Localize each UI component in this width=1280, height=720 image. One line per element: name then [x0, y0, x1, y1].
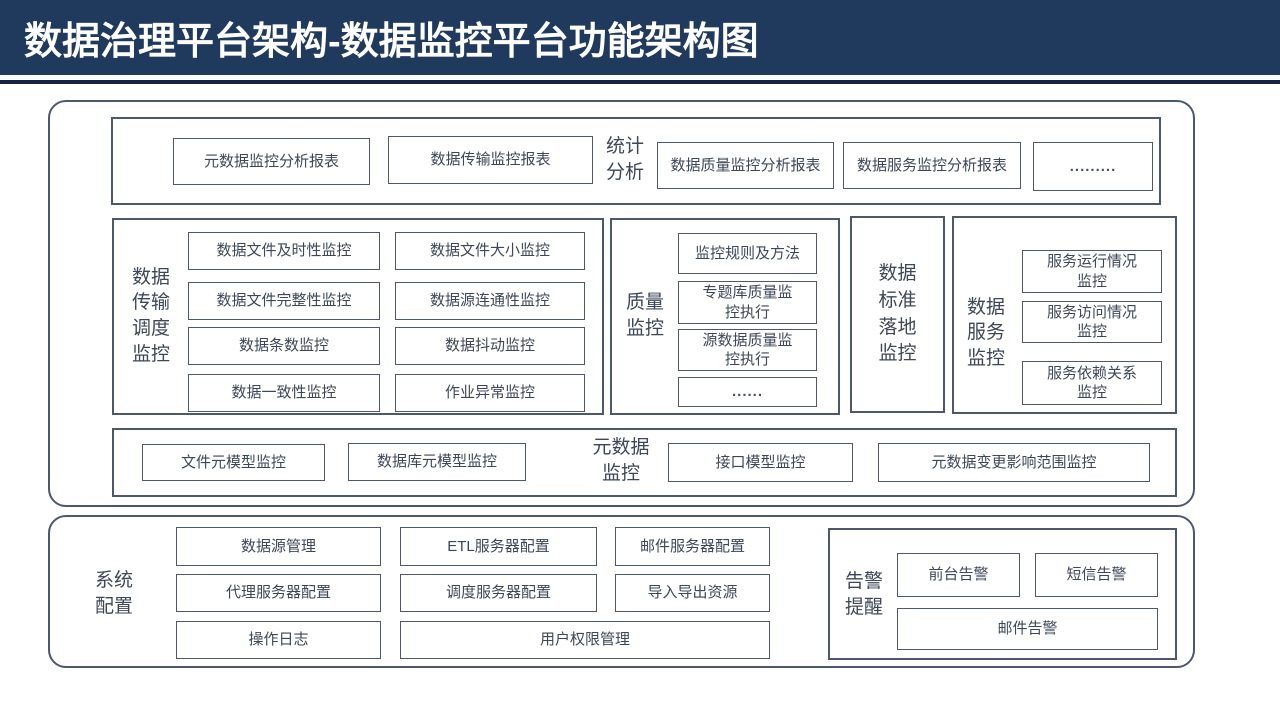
- box-service-dependency-monitor: 服务依赖关系监控: [1022, 361, 1162, 405]
- box-operation-log: 操作日志: [176, 621, 381, 659]
- box-mail-alert: 邮件告警: [897, 608, 1158, 650]
- label-metadata-monitor: 元数据监控: [592, 437, 650, 484]
- box-metadata-analysis-report: 元数据监控分析报表: [173, 138, 370, 185]
- box-proxy-server-config: 代理服务器配置: [176, 574, 381, 612]
- label-quality-monitor: 质量监控: [625, 292, 664, 339]
- box-quality-analysis-report: 数据质量监控分析报表: [657, 142, 834, 189]
- box-quality-more: ......: [678, 377, 817, 407]
- box-frontend-alert: 前台告警: [897, 553, 1020, 597]
- box-job-exception-monitor: 作业异常监控: [395, 374, 585, 412]
- box-thematic-quality-exec: 专题库质量监控执行: [678, 281, 817, 324]
- box-file-integrity-monitor: 数据文件完整性监控: [188, 282, 380, 320]
- title-bar: 数据治理平台架构-数据监控平台功能架构图: [0, 0, 1280, 75]
- box-db-metamodel-monitor: 数据库元模型监控: [348, 443, 526, 481]
- box-data-jitter-monitor: 数据抖动监控: [395, 327, 585, 365]
- label-statistics: 统计分析: [605, 136, 644, 183]
- box-file-size-monitor: 数据文件大小监控: [395, 232, 585, 270]
- box-data-consistency-monitor: 数据一致性监控: [188, 374, 380, 412]
- box-mail-server-config: 邮件服务器配置: [615, 527, 770, 566]
- box-monitor-rules-methods: 监控规则及方法: [678, 233, 817, 274]
- box-file-metamodel-monitor: 文件元模型监控: [142, 444, 325, 481]
- box-statistics-more: .........: [1033, 142, 1153, 191]
- box-etl-server-config: ETL服务器配置: [400, 527, 597, 566]
- label-service-monitor: 数据服务监控: [966, 296, 1005, 369]
- box-sms-alert: 短信告警: [1035, 553, 1158, 597]
- box-datasource-management: 数据源管理: [176, 527, 381, 566]
- box-import-export-resource: 导入导出资源: [615, 574, 770, 612]
- box-transfer-monitor-report: 数据传输监控报表: [388, 136, 593, 184]
- box-metadata-change-impact-monitor: 元数据变更影响范围监控: [878, 443, 1150, 482]
- box-interface-model-monitor: 接口模型监控: [668, 443, 853, 482]
- box-service-running-monitor: 服务运行情况监控: [1022, 250, 1162, 293]
- page-title: 数据治理平台架构-数据监控平台功能架构图: [24, 21, 759, 63]
- label-system-config: 系统配置: [94, 570, 133, 617]
- section-standard-landing: 数据标准落地监控: [850, 216, 945, 413]
- label-alert-reminder: 告警提醒: [844, 571, 883, 618]
- label-standard-landing: 数据标准落地监控: [878, 263, 917, 365]
- box-file-timeliness-monitor: 数据文件及时性监控: [188, 232, 380, 270]
- label-transfer-scheduling: 数据传输调度监控: [131, 266, 170, 365]
- box-service-access-monitor: 服务访问情况监控: [1022, 301, 1162, 343]
- box-source-connectivity-monitor: 数据源连通性监控: [395, 282, 585, 320]
- header-divider-line: [0, 80, 1280, 84]
- box-record-count-monitor: 数据条数监控: [188, 327, 380, 365]
- box-source-quality-exec: 源数据质量监控执行: [678, 329, 817, 371]
- box-schedule-server-config: 调度服务器配置: [400, 574, 597, 612]
- box-user-permission-management: 用户权限管理: [400, 621, 770, 659]
- box-service-analysis-report: 数据服务监控分析报表: [843, 142, 1021, 189]
